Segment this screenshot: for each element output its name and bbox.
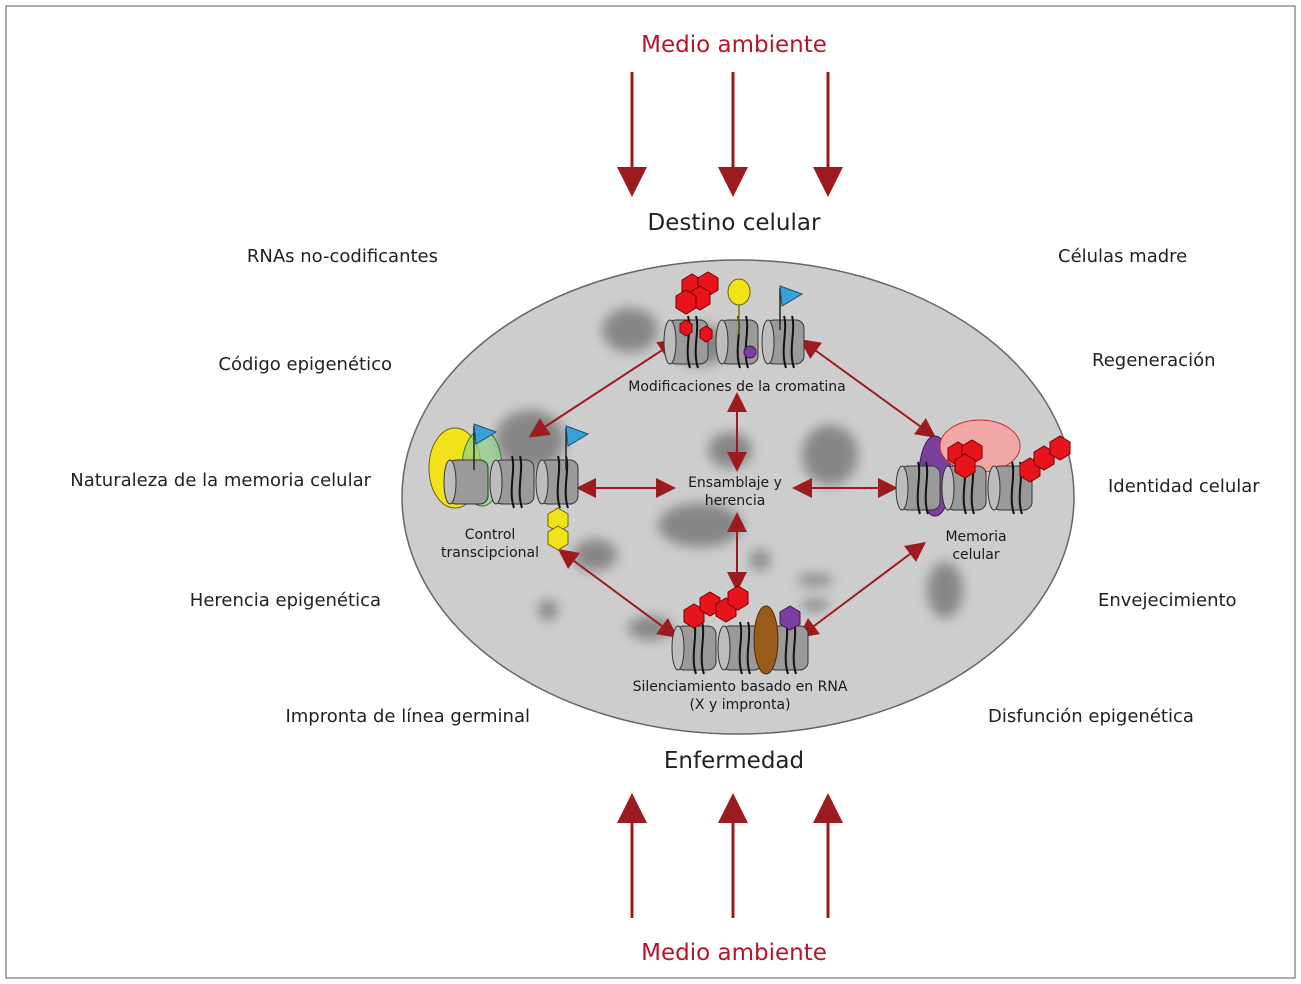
node-label-rna-silencing-line2: (X y impronta) [689,697,791,713]
blob [708,432,752,468]
nucleosome-face [941,465,955,511]
arrow-transcription-rna [557,549,679,638]
environment-arrows-bottom [617,793,843,918]
acetyl-mark-cluster [683,585,749,629]
dna-strand [692,621,797,675]
nucleosome-face [663,319,677,365]
blob [802,425,858,485]
disease-title: Enfermedad [663,748,805,774]
nucleosome-face [987,465,1001,511]
node-label-transcription: Control transcipcional [441,526,539,562]
acetyl-hexagon [727,585,749,611]
nucleosome-face [715,319,729,365]
arrow-memory-rna [798,542,926,638]
node-label-rna-silencing: Silenciamiento basado en RNA (X y impron… [633,678,848,714]
purple-hexagon [779,605,801,631]
right-topic: Envejecimiento [1098,590,1237,611]
nucleosome-face [443,459,457,505]
acetyl-mark-cluster [675,271,719,343]
right-topic: Identidad celular [1108,476,1260,497]
right-topic: Regeneración [1092,350,1216,371]
node-label-chromatin-modifications: Modificaciones de la cromatina [628,379,846,395]
dna-strand [916,461,1023,515]
blue-flag [565,425,590,447]
environment-arrows-top [617,72,843,197]
blob [602,308,658,352]
figure-frame [5,5,1296,979]
node-label-rna-silencing-line1: Silenciamiento basado en RNA [632,679,848,695]
purple-mark [743,345,757,359]
node-label-transcription-line1: Control [464,527,516,543]
acetyl-hexagon [683,603,705,629]
blue-flag [779,285,804,307]
blob [797,574,833,586]
dna-strand [686,315,795,369]
nucleosome-face [671,625,685,671]
node-label-assembly: Ensamblaje y herencia [688,474,782,510]
dna-strand [510,455,569,509]
yellow-hexagon [547,507,569,533]
blob [927,562,963,618]
yellow-hexagon [547,525,569,551]
transcription-control-node [428,423,590,551]
acetyl-hexagon [1049,435,1071,461]
left-topic: Herencia epigenética [189,590,381,611]
brown-complex [753,605,779,675]
node-label-memory: Memoria celular [945,528,1006,564]
right-topic: Células madre [1058,246,1188,267]
acetyl-hexagon [954,453,976,479]
blue-flag [473,423,498,445]
acetyl-hexagon [1033,445,1055,471]
left-topic: Código epigenético [218,354,392,375]
node-label-transcription-line2: transcipcional [441,545,539,561]
node-label-assembly-line2: herencia [704,493,766,509]
nucleosome-face [535,459,549,505]
right-topic: Disfunción epigenética [988,706,1194,727]
acetyl-hexagon [675,289,697,315]
arrow-mods-memory [799,339,937,438]
blob [658,503,742,547]
blob [538,600,558,620]
nucleosome-face [895,465,909,511]
acetyl-hexagon [679,319,693,337]
environment-label-top: Medio ambiente [641,32,827,58]
cellular-memory-node [895,419,1071,517]
node-label-memory-line2: celular [952,547,1000,563]
nucleosome-face [489,459,503,505]
rna-silencing-node [671,585,809,675]
yellow-mark [727,278,751,306]
blob [750,550,770,570]
blob [801,599,829,611]
acetyl-hexagon [699,325,713,343]
node-label-assembly-line1: Ensamblaje y [688,475,782,491]
left-topic: Impronta de línea germinal [285,706,530,727]
left-topic: Naturaleza de la memoria celular [70,470,371,491]
cell-fate-title: Destino celular [647,210,821,236]
left-topic: RNAs no-codificantes [246,246,438,267]
nucleosome-face [717,625,731,671]
interaction-arrows [528,339,937,638]
node-label-memory-line1: Memoria [945,529,1007,545]
nucleosome-face [761,319,775,365]
acetyl-mark-cluster [947,435,1071,483]
chromatin-modifications-node [663,271,805,369]
environment-label-bottom: Medio ambiente [641,940,827,966]
arrow-mods-transcription [528,339,679,438]
